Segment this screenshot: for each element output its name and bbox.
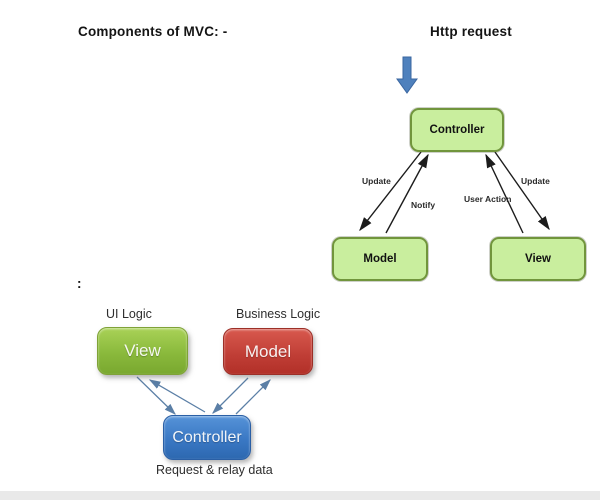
controller-box: Controller bbox=[163, 415, 251, 460]
edge-label-user-action: User Action bbox=[464, 194, 512, 204]
colon-text: : bbox=[77, 276, 82, 291]
bottom-strip bbox=[0, 491, 600, 500]
edge-label-notify: Notify bbox=[411, 200, 436, 210]
flow-diagram-edges bbox=[359, 151, 550, 234]
model-box: Model bbox=[223, 328, 313, 375]
edge-label-update-right: Update bbox=[521, 176, 550, 186]
logic-diagram-edges bbox=[136, 376, 271, 415]
request-relay-caption: Request & relay data bbox=[156, 463, 273, 477]
view-node: View bbox=[490, 237, 586, 281]
controller-node-label: Controller bbox=[429, 124, 485, 136]
model-node-label: Model bbox=[363, 253, 397, 265]
view-node-label: View bbox=[525, 253, 551, 265]
view-box-label: View bbox=[124, 341, 161, 360]
business-logic-caption: Business Logic bbox=[236, 307, 321, 321]
model-box-label: Model bbox=[244, 341, 292, 361]
ui-logic-caption: UI Logic bbox=[106, 307, 152, 321]
http-request-arrow-icon bbox=[396, 56, 418, 94]
controller-node: Controller bbox=[410, 108, 504, 152]
page-title: Components of MVC: - bbox=[78, 24, 228, 39]
http-request-label: Http request bbox=[430, 24, 512, 39]
edge-label-update-left: Update bbox=[362, 176, 391, 186]
view-box: View bbox=[97, 327, 188, 375]
controller-box-label: Controller bbox=[172, 428, 242, 446]
model-node: Model bbox=[332, 237, 428, 281]
